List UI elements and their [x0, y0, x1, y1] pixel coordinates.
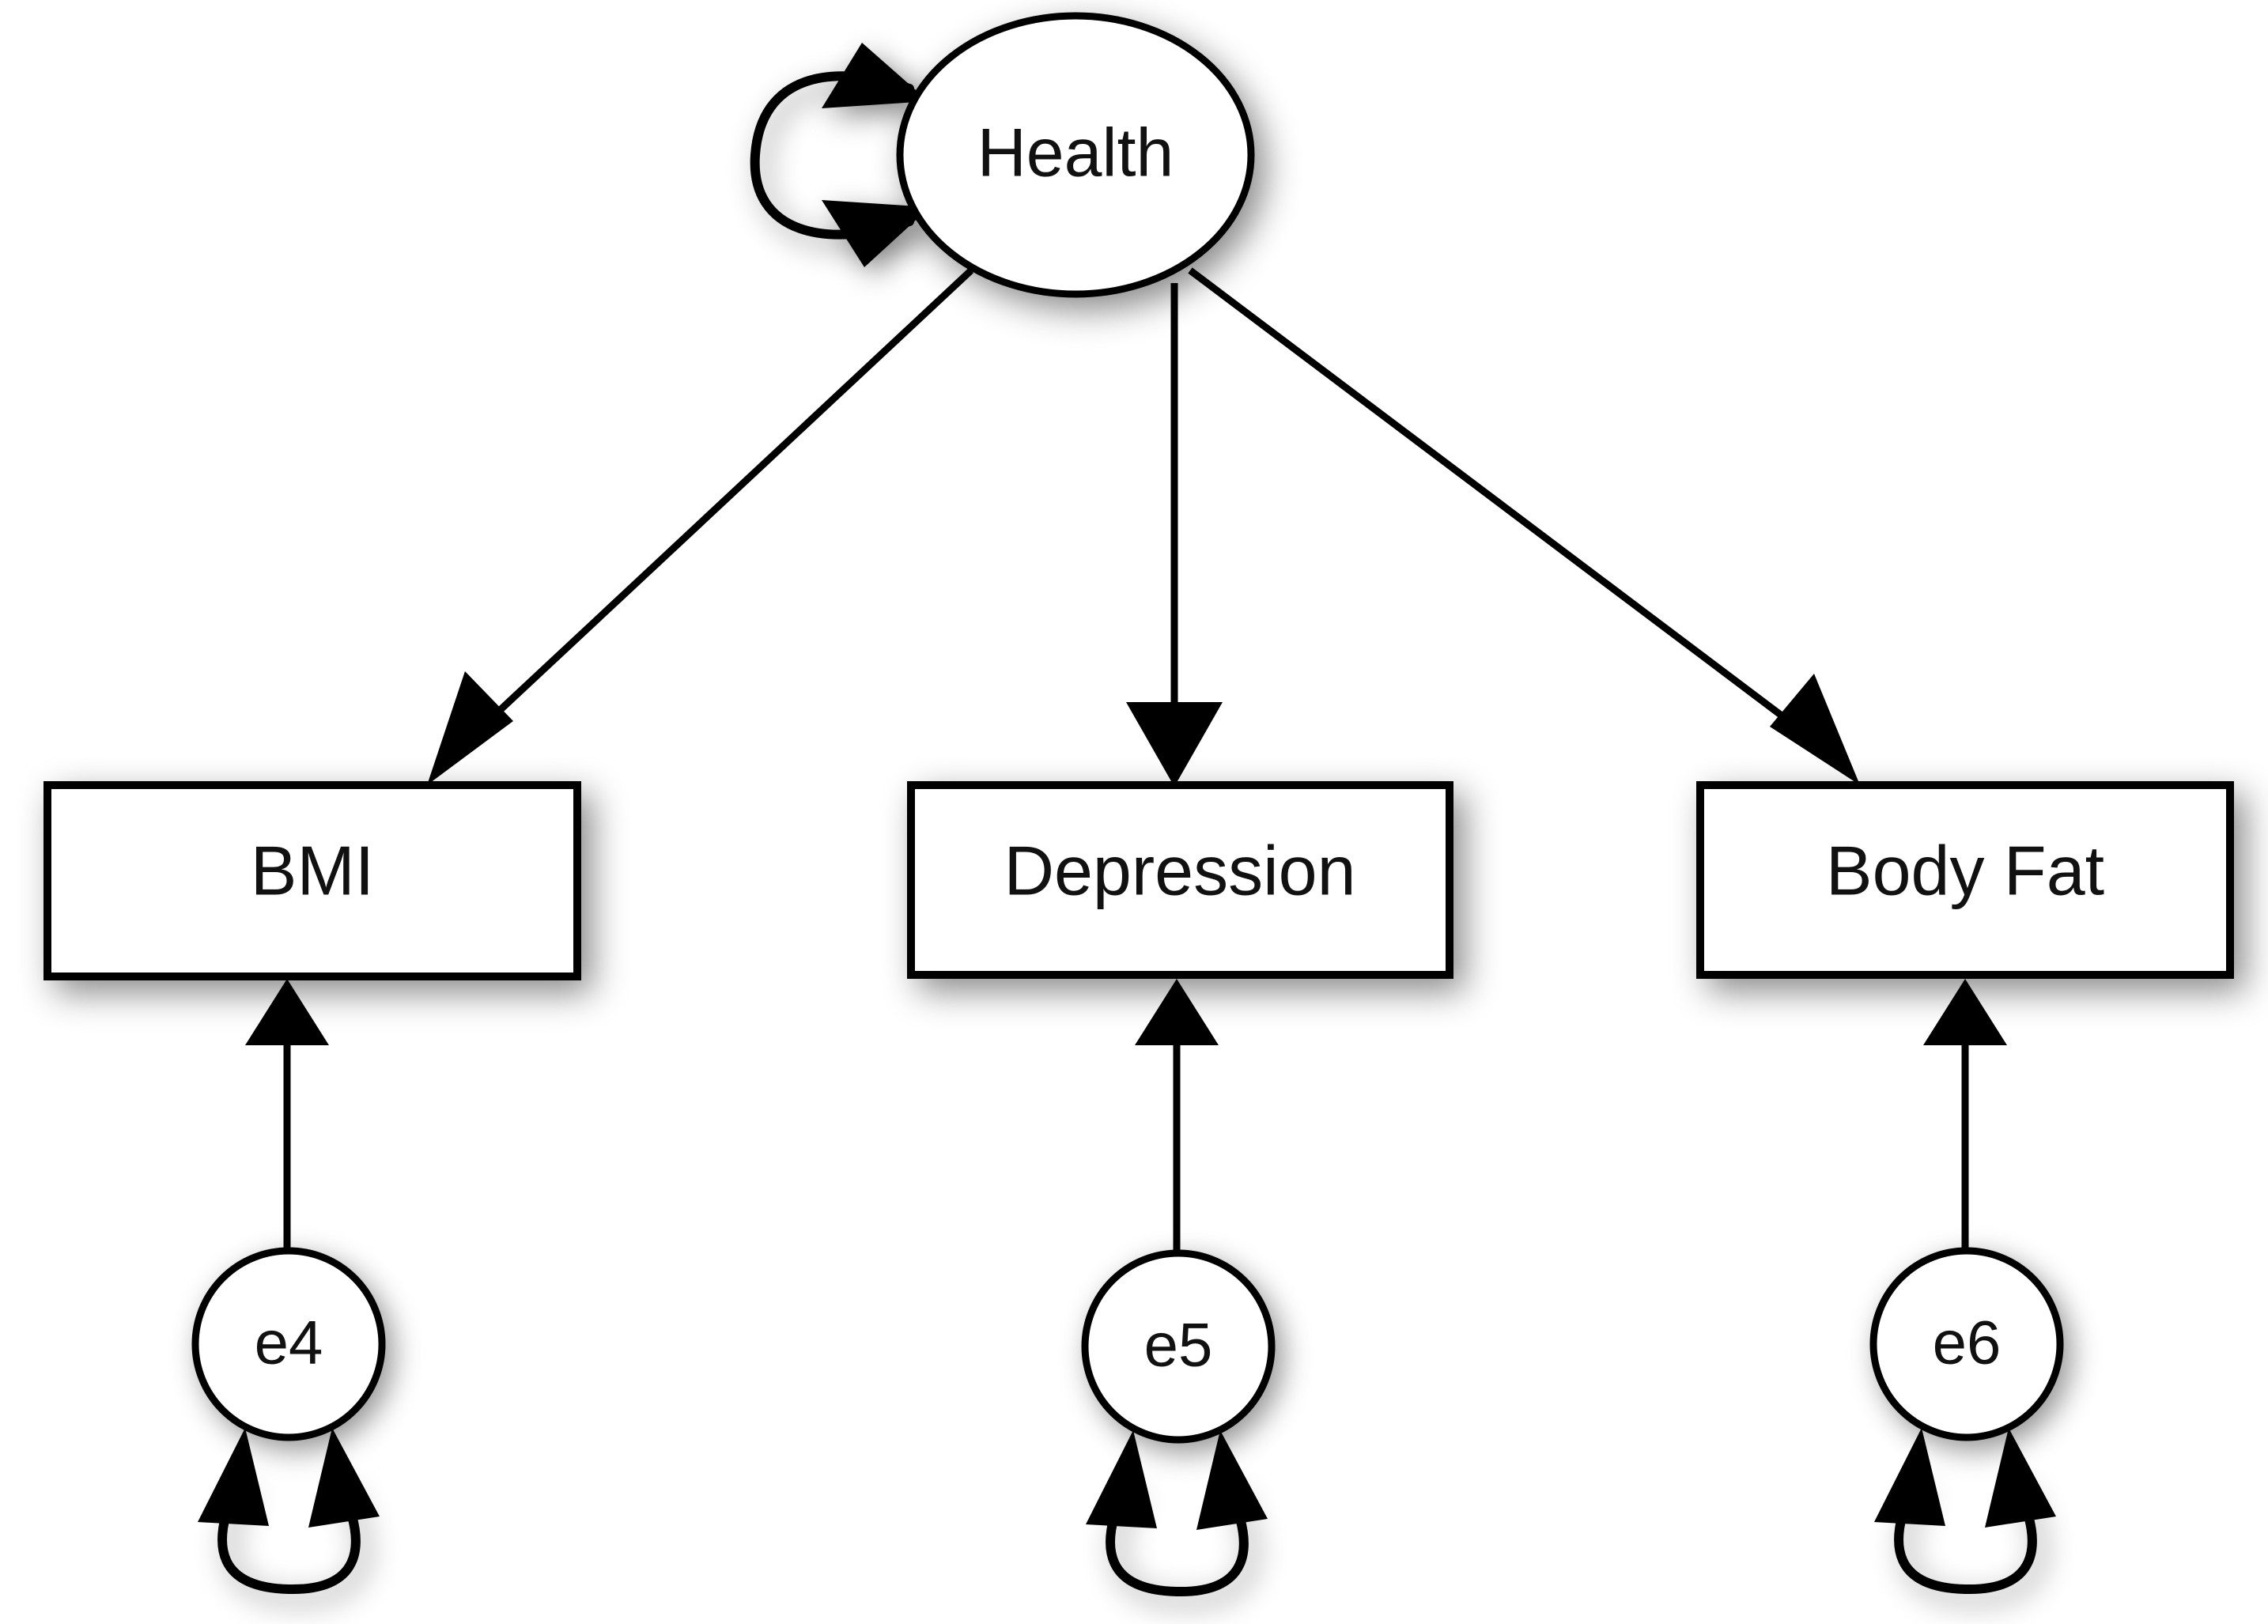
e5-variance-loop — [1086, 1430, 1268, 1597]
path-health-to-bodyfat — [1188, 267, 1860, 785]
latent-variable-health[interactable]: Health — [896, 12, 1255, 298]
e6-variance-arrowhead-right — [1985, 1428, 2056, 1528]
observed-variable-depression[interactable]: Depression — [907, 781, 1453, 979]
error-term-e6[interactable]: e6 — [1869, 1247, 2064, 1441]
observed-variable-depression-label: Depression — [1004, 831, 1355, 909]
observed-variable-bmi[interactable]: BMI — [43, 781, 581, 980]
path-e5-to-depression — [1135, 979, 1219, 1255]
e4-variance-arrowhead-right — [308, 1428, 380, 1528]
error-term-e5[interactable]: e5 — [1081, 1249, 1276, 1444]
error-term-e4-label: e4 — [255, 1308, 323, 1377]
latent-variable-health-label: Health — [977, 115, 1174, 191]
error-term-e4[interactable]: e4 — [191, 1247, 386, 1441]
variance-arrowhead-lower — [822, 200, 930, 267]
variance-arrowhead-upper — [822, 43, 928, 108]
e6-variance-loop — [1874, 1428, 2056, 1595]
arrowhead-e6-to-bodyfat — [1923, 979, 2007, 1045]
e4-variance-arrowhead-left — [198, 1428, 269, 1526]
arrowhead-health-to-bodyfat — [1770, 674, 1860, 785]
error-term-e5-label: e5 — [1144, 1310, 1213, 1380]
e5-variance-arrowhead-right — [1196, 1430, 1268, 1530]
path-health-to-depression — [1126, 283, 1223, 787]
arrowhead-health-to-depression — [1126, 702, 1223, 787]
error-term-e6-label: e6 — [1933, 1308, 2002, 1377]
arrowhead-e5-to-depression — [1135, 979, 1219, 1045]
observed-variable-bodyfat[interactable]: Body Fat — [1696, 781, 2234, 979]
arrowhead-health-to-bmi — [427, 671, 513, 785]
e5-variance-arrowhead-left — [1086, 1430, 1157, 1528]
observed-variable-bmi-label: BMI — [251, 831, 374, 909]
observed-variable-bodyfat-label: Body Fat — [1826, 831, 2104, 909]
path-health-to-bmi — [427, 267, 974, 785]
health-variance-loop — [750, 43, 930, 267]
e6-variance-arrowhead-left — [1874, 1428, 1945, 1526]
path-e6-to-bodyfat — [1923, 979, 2007, 1252]
e4-variance-loop — [198, 1428, 380, 1595]
arrowhead-e4-to-bmi — [245, 979, 329, 1045]
path-e4-to-bmi — [245, 979, 329, 1252]
